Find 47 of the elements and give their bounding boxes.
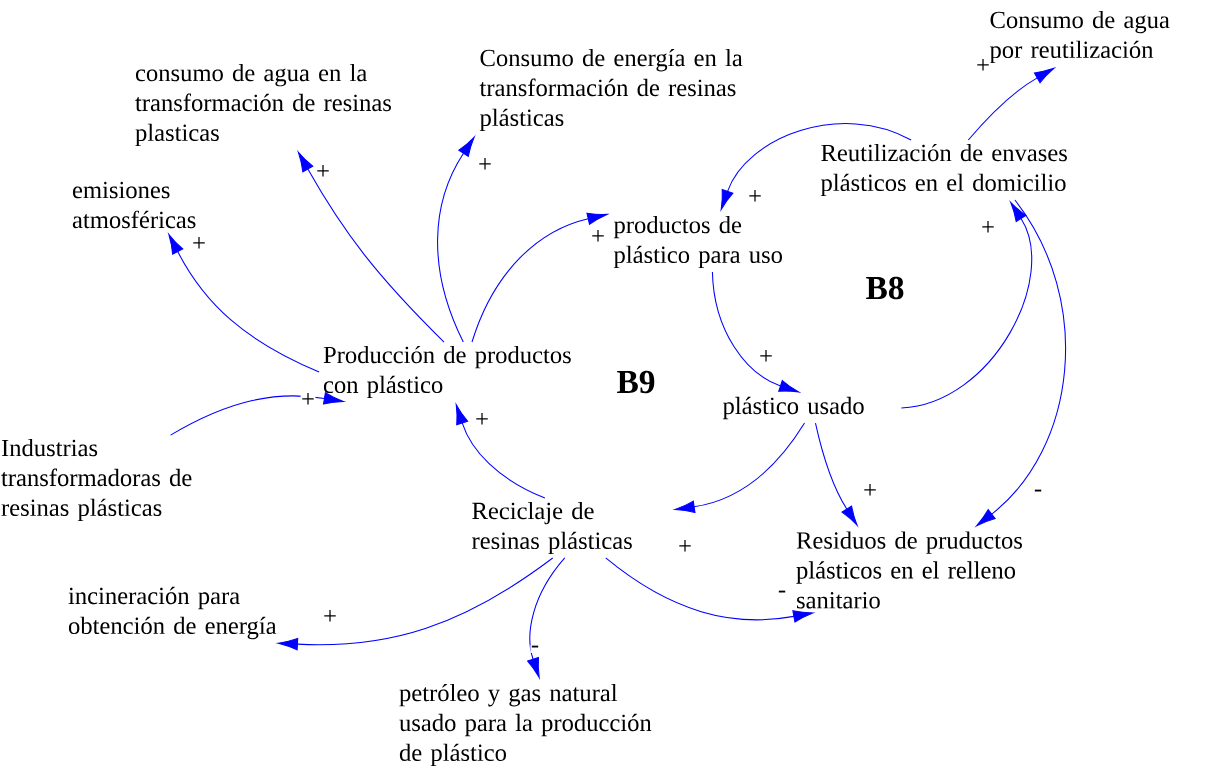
variable-label: Reciclaje de resinas plásticas [472,501,632,555]
variable-label: Consumo de agua por reutilización [989,10,1170,64]
arrow [976,199,1066,527]
polarity-sign: + [477,157,493,173]
polarity-sign: - [530,645,540,653]
variable-label: emisiones atmosféricas [72,181,196,229]
arrow [527,557,566,678]
arrow [297,151,445,343]
arrow [900,201,1033,409]
variable-label: plástico usado [722,396,864,420]
polarity-sign: + [300,392,316,408]
arrow [711,271,800,393]
arrow [605,557,814,623]
arrow [170,392,344,436]
variable-label: productos de plástico para uso [613,215,782,269]
polarity-sign: + [862,483,878,499]
arrow [277,557,554,651]
polarity-sign: - [1033,489,1043,497]
polarity-sign: + [315,164,331,180]
polarity-sign: + [980,220,996,236]
polarity-sign: - [777,590,787,598]
polarity-sign: + [758,349,774,365]
arrow [967,67,1055,141]
arrow [814,422,858,526]
variable-label: Reutilización de envases plásticos en el domicilio [820,143,1067,197]
variable-label: Consumo de energía en la transformación de resinas plásticas [479,48,743,132]
polarity-sign: + [191,236,207,252]
polarity-sign: + [322,609,338,625]
variable-label: petróleo y gas natural usado para la producción de plástico [399,683,652,767]
variable-label: Producción de productos con plástico [323,345,571,399]
loop-label: B9 [617,370,655,394]
variable-label: Residuos de pruductos plásticos en el relleno sanitario [796,531,1022,609]
polarity-sign: + [677,539,693,555]
arrow [168,234,320,373]
polarity-sign: + [474,412,490,428]
arrow [471,212,608,343]
variable-label: incineración para obtención de energía [68,586,277,640]
variable-label: Industrias transformadoras de resinas plásticas [1,438,192,522]
arrow [455,404,546,499]
arrow [720,123,912,210]
loop-label: B8 [866,276,904,300]
polarity-sign: + [975,58,991,74]
arrow [674,422,806,513]
polarity-sign: + [590,229,606,245]
arrow [437,136,475,343]
variable-label: consumo de agua en la transformación de resinas plasticas [135,63,391,147]
polarity-sign: + [747,189,763,205]
